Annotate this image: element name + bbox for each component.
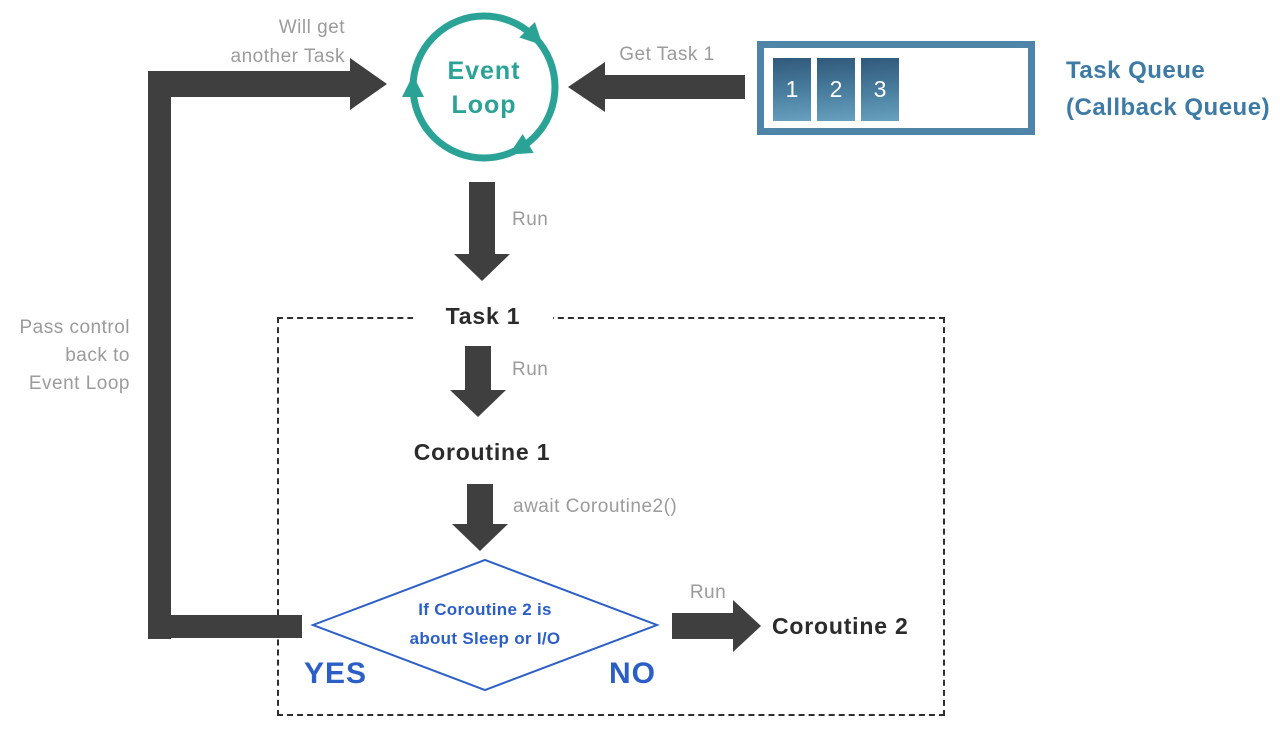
arrow-head-queue-to-loop [568, 62, 605, 112]
task-queue-label-line1: Task Queue [1066, 57, 1206, 84]
coroutine2-title: Coroutine 2 [772, 613, 909, 639]
decision-diamond [310, 558, 660, 692]
return-path-bottom-bar [148, 615, 302, 638]
label-get-task-1: Get Task 1 [619, 44, 715, 65]
arrow-head-to-event-loop [350, 58, 387, 110]
label-run-3: Run [689, 582, 727, 603]
label-run-1: Run [512, 209, 549, 230]
arrow-shaft-queue-to-loop [605, 75, 745, 99]
label-will-get-another-task: Will get another Task [145, 13, 345, 71]
queue-item: 2 [817, 58, 855, 121]
task1-title: Task 1 [413, 303, 553, 330]
label-pass-control-line2: back to [65, 345, 130, 366]
decision-text-line2: about Sleep or I/O [409, 629, 561, 648]
arrow-head-decision-to-coroutine2 [733, 600, 761, 652]
decision-text-line1: If Coroutine 2 is [418, 600, 552, 619]
label-pass-control: Pass control back to Event Loop [10, 314, 130, 398]
arrow-head-coroutine1-to-decision [452, 524, 508, 551]
coroutine1-title: Coroutine 1 [413, 439, 551, 465]
label-will-get-line2: another Task [230, 46, 345, 67]
arrow-shaft-decision-to-coroutine2 [672, 613, 733, 639]
queue-item: 1 [773, 58, 811, 121]
return-path-top-shaft [148, 71, 350, 97]
event-loop-label-line1: Event [447, 57, 521, 85]
decision-text: If Coroutine 2 is about Sleep or I/O [363, 595, 607, 653]
arrow-shaft-task1-to-coroutine1 [465, 346, 491, 390]
label-pass-control-line1: Pass control [19, 317, 130, 338]
label-await-coroutine2: await Coroutine2() [513, 496, 678, 517]
arrow-shaft-coroutine1-to-decision [467, 484, 493, 524]
label-will-get-line1: Will get [278, 17, 345, 38]
task-queue-label-line2: (Callback Queue) [1066, 94, 1271, 121]
arrow-shaft-loop-to-task1 [469, 182, 495, 254]
task-queue-frame: 1 2 3 [757, 41, 1035, 135]
arrow-head-task1-to-coroutine1 [450, 390, 506, 417]
event-loop-label: Event Loop [414, 54, 554, 122]
event-loop-cycle-icon [402, 12, 559, 162]
label-pass-control-line3: Event Loop [28, 373, 130, 394]
label-yes: YES [304, 657, 368, 690]
event-loop-label-line2: Loop [451, 91, 517, 119]
return-path-vertical-bar [148, 71, 171, 639]
queue-item: 3 [861, 58, 899, 121]
arrow-head-loop-to-task1 [454, 254, 510, 281]
label-no: NO [609, 657, 656, 690]
label-run-2: Run [512, 359, 549, 380]
task1-boundary [277, 317, 945, 716]
task-queue-label: Task Queue (Callback Queue) [1066, 52, 1270, 126]
